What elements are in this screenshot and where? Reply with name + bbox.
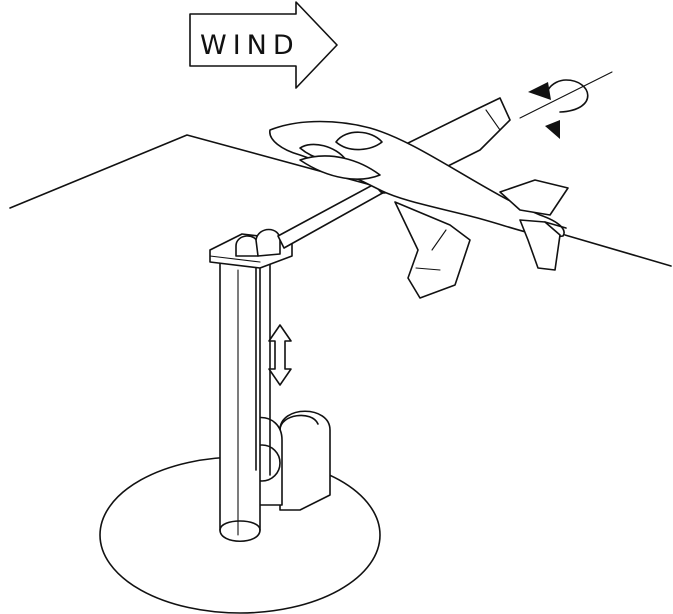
- vertical-motion-arrow-icon: [269, 325, 291, 385]
- aircraft-model: [270, 98, 568, 298]
- wind-arrow: WIND: [190, 2, 337, 88]
- wind-label: WIND: [200, 30, 300, 61]
- vertical-column: [220, 262, 260, 541]
